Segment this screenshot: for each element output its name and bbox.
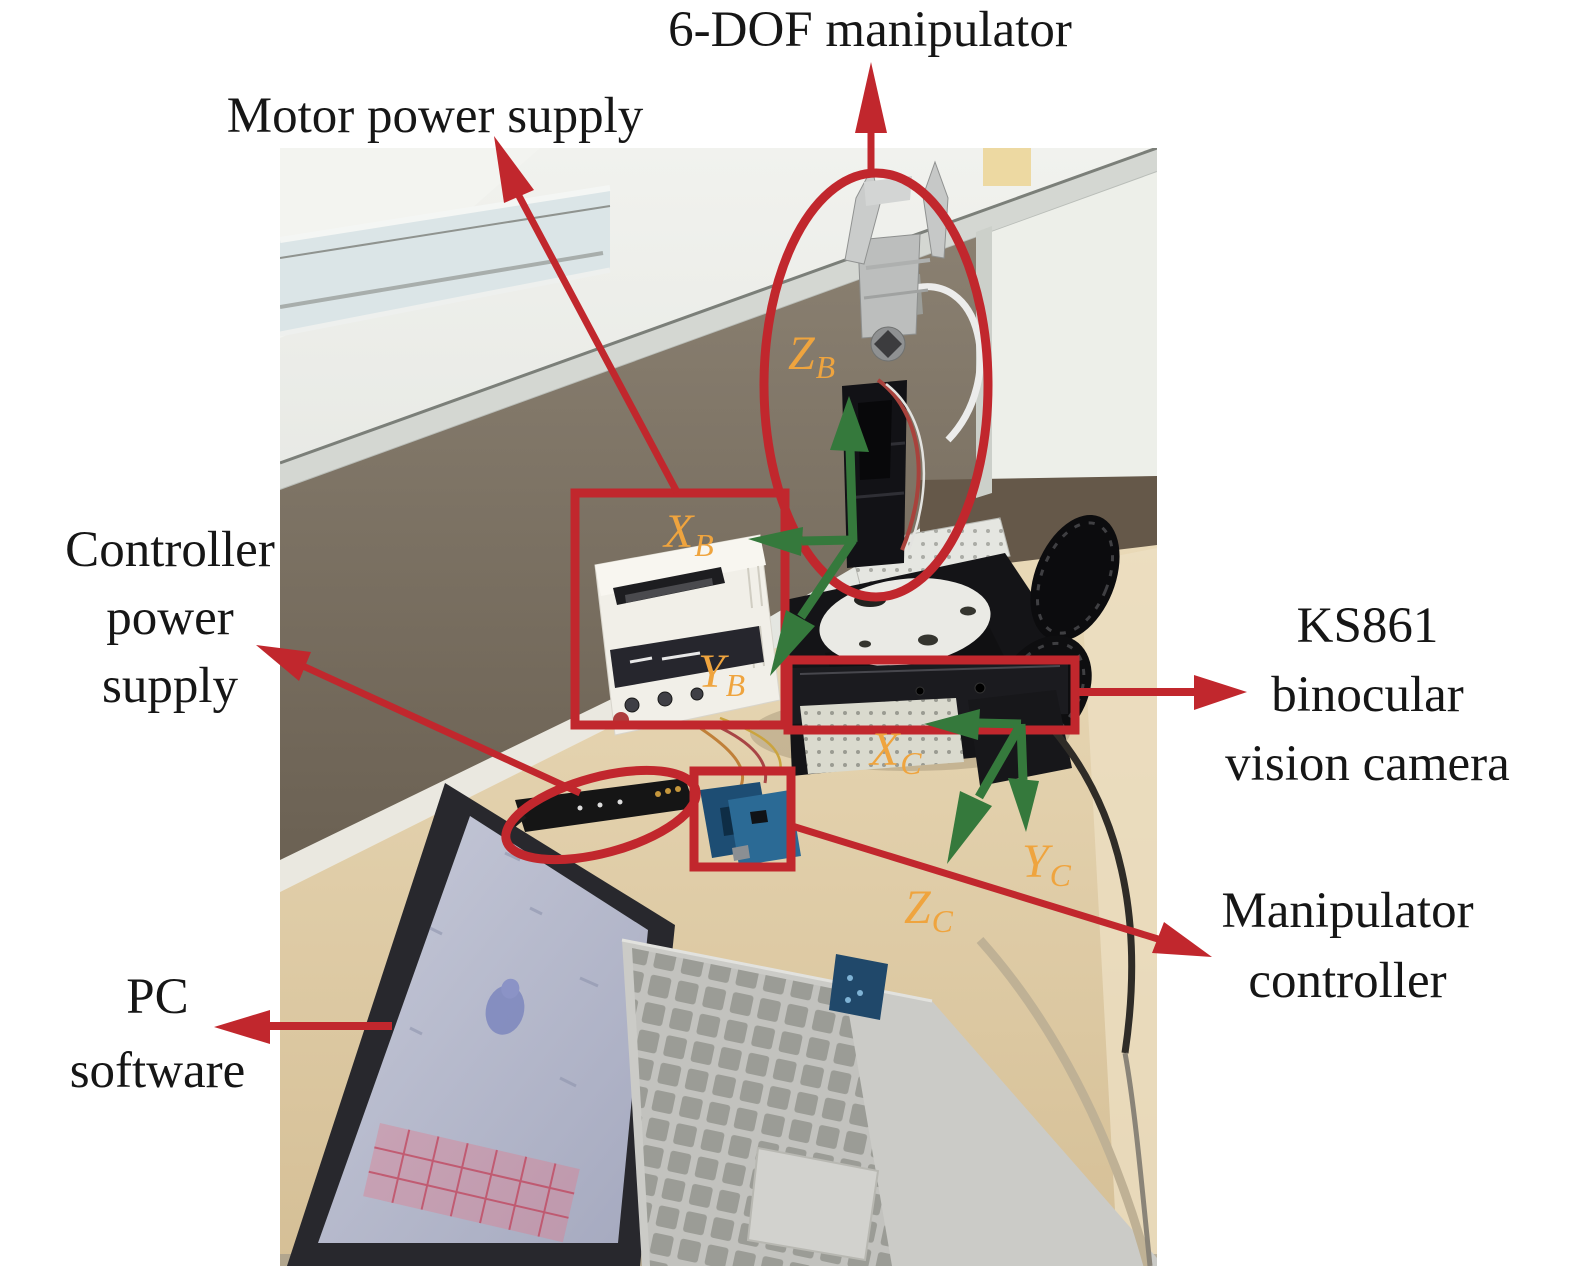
label-line: KS861 [1296, 598, 1439, 654]
power-supply-knob [657, 691, 673, 707]
label-line: Controller [65, 522, 275, 578]
axis-letter: X [870, 723, 900, 776]
label-6dof-manipulator: 6-DOF manipulator [668, 2, 1072, 58]
axis-label-base-z: ZB [788, 326, 835, 386]
axis-label-camera-y: YC [1022, 834, 1071, 894]
sticky-note [983, 148, 1031, 186]
axis-subscript: B [815, 349, 836, 385]
label-line: software [69, 1043, 246, 1099]
label-pc-software: PC software [10, 960, 305, 1108]
axis-label-base-x: XB [664, 504, 714, 564]
label-manipulator-controller: Manipulator controller [1155, 876, 1540, 1016]
photo-scene [280, 148, 1157, 1266]
axis-subscript: C [931, 903, 953, 939]
axis-subscript: C [900, 745, 922, 781]
axis-subscript: B [694, 527, 714, 563]
laptop [287, 783, 1157, 1266]
label-binocular-camera: KS861 binocular vision camera [1175, 592, 1560, 799]
axis-label-camera-z: ZC [904, 880, 953, 940]
manipulator-controller-boards [700, 782, 801, 866]
label-line: Manipulator [1221, 883, 1474, 939]
power-supply-red-button [613, 712, 629, 728]
label-controller-power-supply: Controller power supply [15, 516, 325, 720]
label-line: vision camera [1225, 736, 1510, 792]
camera-lens [915, 686, 925, 696]
label-line: controller [1248, 953, 1447, 1009]
label-motor-power-supply: Motor power supply [226, 88, 644, 144]
laptop-screen [318, 816, 648, 1243]
label-line: supply [101, 658, 239, 714]
label-line: PC [126, 969, 189, 1025]
experiment-photo [280, 148, 1157, 1266]
axis-letter: Z [904, 881, 931, 934]
axis-letter: Y [698, 645, 725, 698]
laptop-touchpad [746, 1146, 880, 1262]
axis-letter: Z [788, 327, 815, 380]
power-supply-knob [624, 697, 640, 713]
axis-subscript: B [725, 667, 746, 703]
label-line: power [106, 590, 234, 646]
axis-label-base-y: YB [698, 644, 745, 704]
laptop-badge [829, 954, 888, 1020]
label-line: binocular [1271, 667, 1464, 723]
motor-power-supply-device [594, 534, 781, 736]
axis-letter: X [664, 505, 694, 558]
axis-label-camera-x: XC [870, 722, 921, 782]
axis-letter: Y [1022, 835, 1049, 888]
axis-subscript: C [1049, 857, 1071, 893]
camera-lens [974, 682, 986, 694]
